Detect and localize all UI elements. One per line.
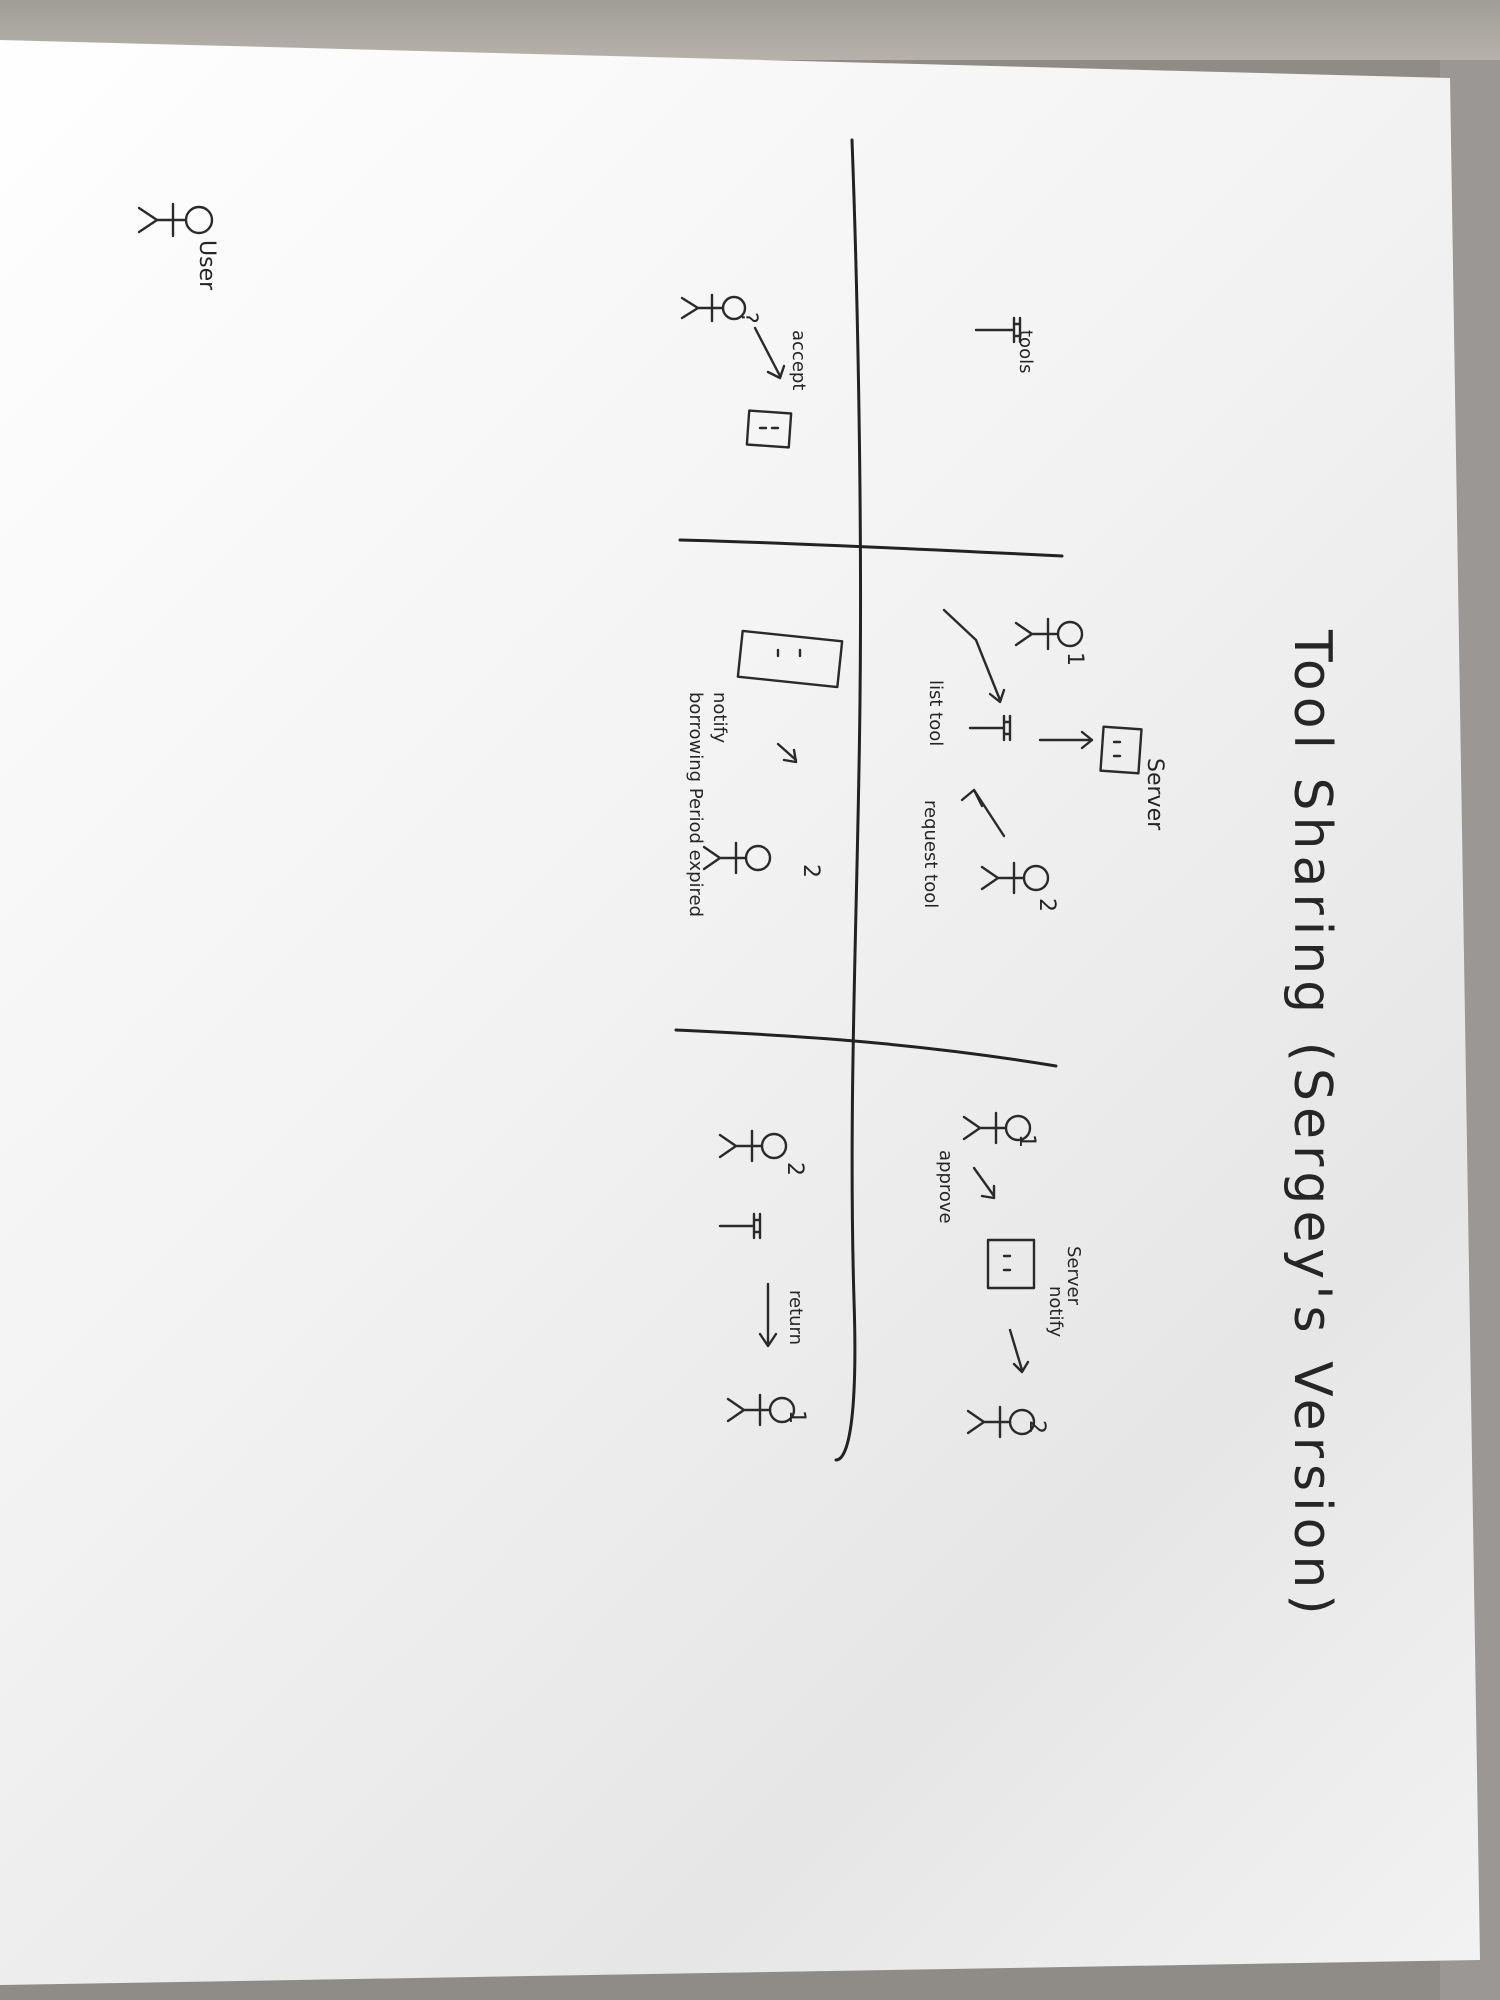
user-1-number: 1 bbox=[1062, 652, 1087, 666]
stick-figure-user-2 bbox=[980, 861, 1050, 895]
panel-top-left: User tools bbox=[137, 202, 1036, 373]
tool-icon bbox=[718, 1212, 762, 1240]
user-number-label: ? bbox=[736, 312, 761, 324]
stick-figure-user bbox=[702, 841, 772, 875]
server-label: Server bbox=[1142, 758, 1167, 831]
request-tool-label: request tool bbox=[920, 800, 941, 908]
diagram-title: Tool Sharing (Sergey's Version) bbox=[1282, 629, 1342, 1621]
panel-bottom-right: 2 return 1 bbox=[718, 1129, 809, 1427]
grid-line-vertical bbox=[834, 138, 863, 1462]
user-1-number: 1 bbox=[1014, 1134, 1039, 1148]
user-1-number: 1 bbox=[784, 1410, 809, 1424]
user-label: User bbox=[194, 240, 219, 291]
server-icon bbox=[986, 1238, 1036, 1290]
list-tool-label: list tool bbox=[925, 680, 946, 746]
arrow-notify bbox=[1008, 1328, 1030, 1374]
grid-line-upper bbox=[678, 538, 1064, 558]
stick-figure-user-1 bbox=[1014, 617, 1084, 651]
panel-bottom-middle: notify borrowing Period expired 2 bbox=[685, 629, 844, 917]
arrow-list-tool bbox=[942, 608, 1006, 704]
server-label: Server bbox=[1063, 1246, 1084, 1306]
stick-figure-user-2 bbox=[966, 1405, 1036, 1439]
borrowing-period-label: borrowing Period expired bbox=[685, 692, 706, 917]
server-icon bbox=[736, 629, 844, 689]
notify-label: notify bbox=[1045, 1286, 1066, 1338]
stick-figure-user-2 bbox=[718, 1129, 788, 1163]
user-2-number: 2 bbox=[1034, 898, 1059, 912]
notify-label: notify bbox=[709, 692, 730, 744]
user-2-number: 2 bbox=[782, 1162, 807, 1176]
arrow-right bbox=[753, 326, 786, 380]
arrow-notify bbox=[776, 742, 798, 764]
approve-label: approve bbox=[935, 1150, 956, 1224]
arrow-to-server bbox=[1038, 730, 1094, 750]
panel-top-right: 1 approve Server notify 2 bbox=[935, 1111, 1084, 1439]
accept-label: accept bbox=[788, 330, 809, 390]
tool-icon bbox=[974, 316, 1022, 344]
panel-top-middle: 1 list tool Server request tool 2 bbox=[920, 608, 1167, 912]
server-icon bbox=[745, 409, 793, 449]
arrow-request-tool bbox=[960, 788, 1006, 838]
tools-label: tools bbox=[1015, 330, 1036, 373]
user-number: 2 bbox=[798, 864, 823, 878]
grid-line-lower bbox=[674, 1028, 1058, 1068]
stick-figure-user bbox=[680, 293, 747, 323]
stick-figure-user-1 bbox=[726, 1393, 796, 1427]
return-label: return bbox=[785, 1290, 806, 1345]
arrow-approve bbox=[972, 1166, 996, 1200]
panel-bottom-left: ? accept bbox=[680, 293, 809, 449]
user-2-number: 2 bbox=[1024, 1420, 1049, 1434]
arrow-return bbox=[758, 1282, 778, 1348]
stick-figure-user-1 bbox=[962, 1111, 1032, 1145]
stick-figure-user bbox=[137, 202, 214, 238]
server-icon bbox=[1099, 725, 1143, 775]
tool-icon bbox=[968, 714, 1012, 742]
